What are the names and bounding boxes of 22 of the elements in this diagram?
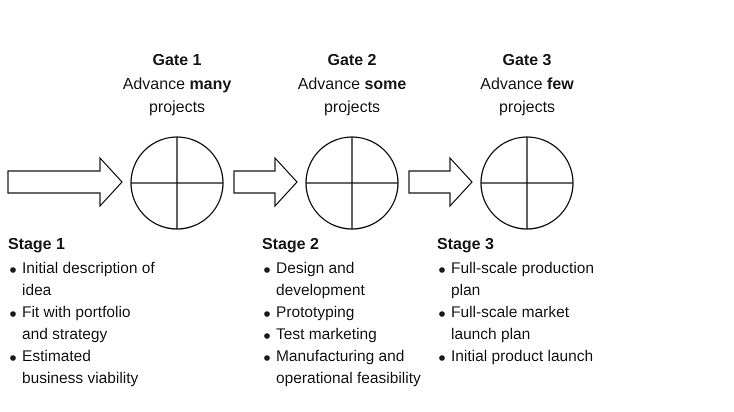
gate-description: Advance some projects (296, 75, 408, 118)
bullet-text: Full-scale production plan (451, 260, 594, 299)
bullet-text: Prototyping (276, 304, 354, 321)
bullet-text: Test marketing (276, 326, 377, 343)
stage-heading: Stage 1 (8, 235, 65, 255)
gate-title: Gate 1 (152, 51, 202, 71)
gate-description: Advance few projects (479, 75, 575, 118)
bullet-text: Fit with portfolio and strategy (22, 304, 131, 343)
bullet-text: Full-scale market launch plan (451, 304, 569, 343)
bullet-text: Manufacturing and operational feasibility (276, 348, 421, 387)
gate-title: Gate 2 (326, 51, 378, 71)
bullet-text: Design and development (276, 260, 365, 299)
bullet-text: Estimated business viability (22, 348, 138, 387)
gate-description: Advance many projects (122, 75, 232, 118)
gate-title: Gate 3 (502, 51, 552, 71)
stage-heading: Stage 3 (437, 235, 494, 255)
bullet-text: Initial product launch (451, 348, 594, 365)
block-arrow (7, 156, 123, 208)
block-arrow (233, 156, 298, 208)
stage-heading: Stage 2 (262, 235, 319, 255)
bullet-text: Initial description of idea (22, 260, 155, 299)
block-arrow (408, 156, 473, 208)
